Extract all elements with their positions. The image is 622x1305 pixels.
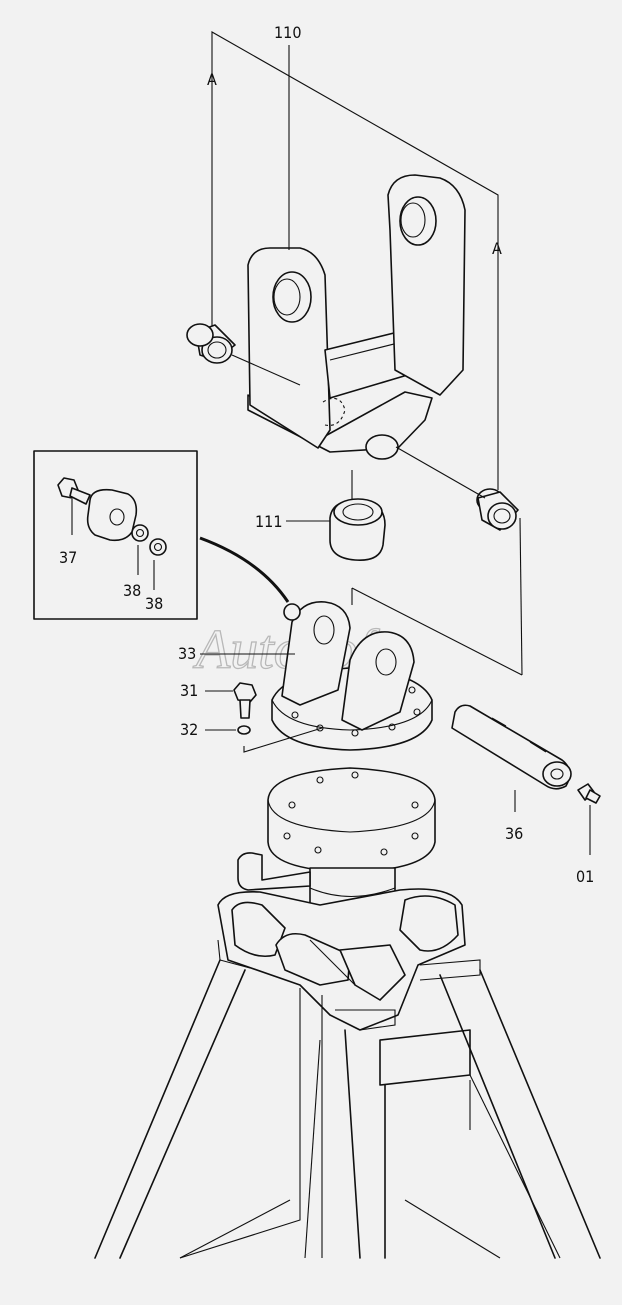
pin-36 [451,704,572,812]
label-110: 110 [274,23,301,42]
washer-32 [205,725,251,735]
tripod-head [217,888,481,1086]
label-33: 33 [178,644,196,663]
bracket-110 [247,174,466,460]
swivel-base [200,587,523,753]
bushing-left [186,323,301,386]
label-36: 36 [505,824,523,843]
bushing-111 [286,470,386,562]
label-111: 111 [255,512,282,531]
label-01: 01 [576,867,594,886]
label-32: 32 [180,720,198,739]
label-38-a: 38 [123,581,141,600]
label-31: 31 [180,681,198,700]
tripod-legs [94,959,601,1259]
side-lever [237,852,311,891]
inset-detail-box [33,450,198,620]
label-a-right: A [492,239,502,258]
label-a-left: A [207,70,217,89]
bolt-31 [205,682,257,719]
label-38-b: 38 [145,594,163,613]
bolt-01 [577,783,601,855]
label-37: 37 [59,548,77,567]
bushing-right [395,446,523,676]
inset-leader [199,536,290,603]
